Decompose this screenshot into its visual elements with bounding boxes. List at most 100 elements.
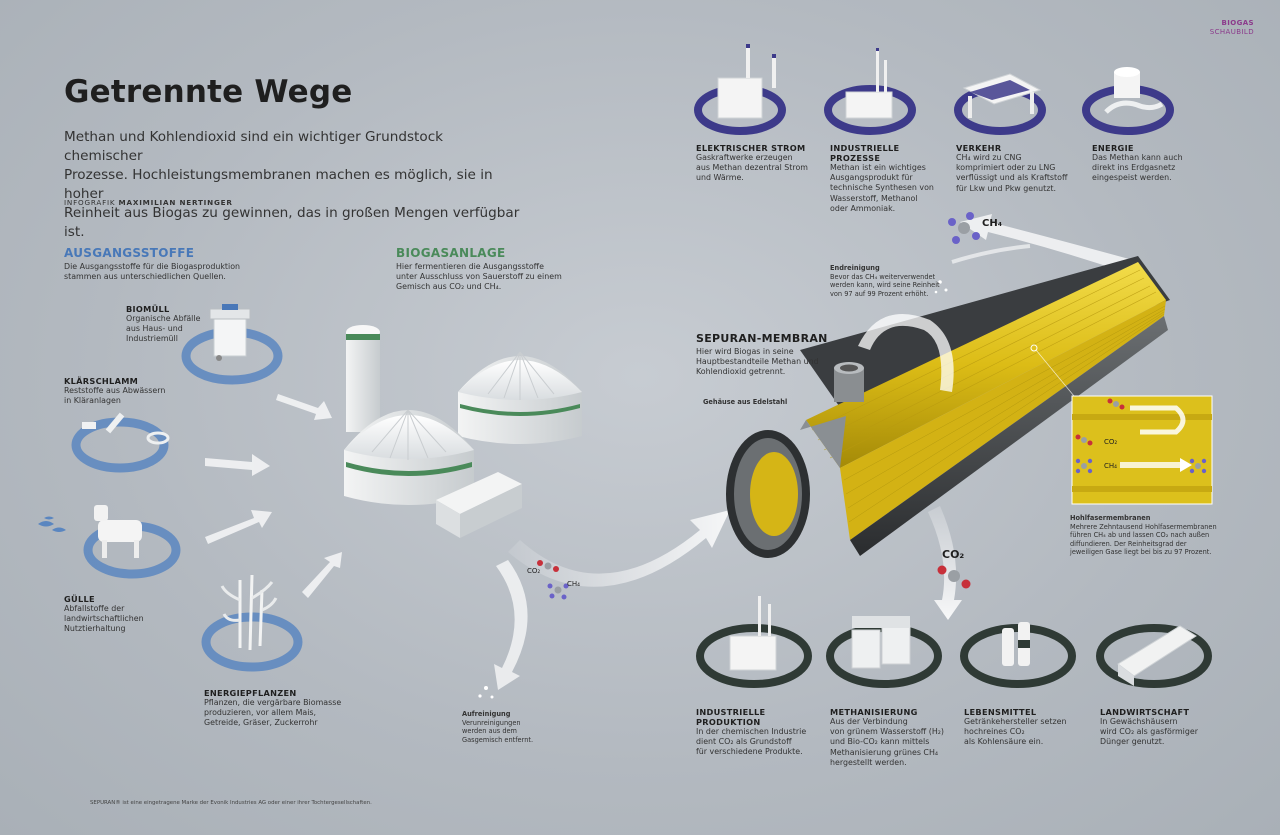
text-line: Ausgangsprodukt für (830, 173, 913, 183)
membrane-module (726, 256, 1170, 558)
text-line: Reststoffe aus Abwässern (64, 386, 166, 395)
intro-paragraph: Methan und Kohlendioxid sind ein wichtig… (64, 128, 524, 242)
use-strom-heading: ELEKTRISCHER STROM (696, 143, 806, 153)
text-line: komprimiert oder zu LNG (956, 163, 1056, 173)
biomuell-heading: BIOMÜLL (126, 304, 170, 314)
text-line: Das Methan kann auch (1092, 153, 1183, 162)
text-line: aus Haus- und (126, 324, 183, 334)
text-line: Getreide, Gräser, Zuckerrohr (204, 718, 318, 728)
text-line: und Wärme. (696, 173, 744, 183)
use-ring-verkehr (954, 73, 1046, 135)
aufreinigung-label: Aufreinigung Verunreinigungen werden aus… (462, 710, 533, 744)
hohlfaser-detail (1071, 395, 1213, 505)
text-line: diffundieren. Der Reinheitsgrad der (1070, 539, 1187, 548)
text-line: von 97 auf 99 Prozent erhöht. (830, 289, 929, 298)
ausgangsstoffe-block: AUSGANGSSTOFFE Die Ausgangsstoffe für di… (64, 246, 240, 282)
text-line: Methan ist ein wichtiges (830, 163, 926, 172)
use-prozesse-label: INDUSTRIELLE PROZESSE Methan ist ein wic… (830, 143, 950, 214)
use-ring-lebensmittel (960, 622, 1076, 688)
use-ring-landwirtschaft (1096, 624, 1212, 688)
source-ring-energiepflanzen (201, 574, 303, 672)
molecule-ch4-top (948, 212, 980, 244)
use-prozesse-heading2: PROZESSE (830, 153, 881, 163)
text-line: führen CH₄ ab und lassen CO₂ nach außen (1070, 531, 1210, 540)
intro-line: Reinheit aus Biogas zu gewinnen, das in … (64, 205, 520, 240)
credit-prefix: INFOGRAFIK (64, 198, 116, 207)
use-energie-heading: ENERGIE (1092, 143, 1134, 153)
text-line: hochreines CO₂ (964, 727, 1025, 737)
use-ring-strom (694, 44, 786, 135)
text-line: Pflanzen, die vergärbare Biomasse (204, 698, 342, 707)
use-prozesse-text: Methan ist ein wichtiges Ausgangsprodukt… (830, 163, 950, 214)
text-line: In der chemischen Industrie (696, 727, 807, 736)
endreinigung-label: Endreinigung Bevor das CH₄ weiterverwend… (830, 264, 940, 298)
use-lebensmittel-heading: LEBENSMITTEL (964, 707, 1037, 717)
text-line: Verunreinigungen (462, 718, 521, 727)
flow-ch4-out (960, 214, 1140, 274)
use-verkehr-text: CH₄ wird zu CNG komprimiert oder zu LNG … (956, 153, 1084, 194)
footnote: SEPURAN® ist eine eingetragene Marke der… (90, 800, 372, 806)
use-energie-label: ENERGIE Das Methan kann auch direkt ins … (1092, 143, 1212, 184)
energiepflanzen-label: ENERGIEPFLANZEN Pflanzen, die vergärbare… (204, 688, 341, 729)
use-landwirtschaft-text: In Gewächshäusern wird CO₂ als gasförmig… (1100, 717, 1224, 748)
use-strom-label: ELEKTRISCHER STROM Gaskraftwerke erzeuge… (696, 143, 816, 184)
hohlfaser-label: Hohlfasermembranen Mehrere Zehntausend H… (1070, 514, 1240, 557)
text-line: werden kann, wird seine Reinheit (830, 281, 940, 290)
use-prozesse-heading: INDUSTRIELLE (830, 143, 900, 153)
text-line: Kohlendioxid getrennt. (696, 367, 786, 377)
sepuran-text: Hier wird Biogas in seine Hauptbestandte… (696, 347, 828, 378)
text-line: landwirtschaftlichen (64, 614, 144, 624)
molecule-co2-bottom (937, 565, 971, 589)
text-line: Gaskraftwerke erzeugen (696, 153, 793, 162)
use-lebensmittel-label: LEBENSMITTEL Getränkehersteller setzen h… (964, 707, 1088, 748)
klaerschlamm-text: Reststoffe aus Abwässern in Kläranlagen (64, 386, 165, 406)
text-line: In Gewächshäusern (1100, 717, 1178, 726)
text-line: für Lkw und Pkw genutzt. (956, 183, 1056, 193)
text-line: Nutztierhaltung (64, 624, 126, 634)
use-ring-methanisierung (826, 616, 942, 688)
text-line: Dünger genutzt. (1100, 737, 1165, 747)
text-line: Bevor das CH₄ weiterverwendet (830, 272, 936, 281)
text-line: technische Synthesen von (830, 183, 934, 193)
sepuran-heading: SEPURAN-MEMBRAN (696, 332, 828, 345)
klaerschlamm-label: KLÄRSCHLAMM Reststoffe aus Abwässern in … (64, 376, 165, 406)
text-line: Aus der Verbindung (830, 717, 908, 726)
use-produktion-heading2: PRODUKTION (696, 717, 761, 727)
credit-line: INFOGRAFIK MAXIMILIAN NERTINGER (64, 198, 233, 207)
credit-name: MAXIMILIAN NERTINGER (118, 198, 233, 207)
text-line: Industriemüll (126, 334, 178, 344)
text-line: hergestellt werden. (830, 757, 907, 767)
use-ring-energie (1082, 67, 1174, 135)
intro-line: Methan und Kohlendioxid sind ein wichtig… (64, 129, 444, 164)
text-line: Abfallstoffe der (64, 604, 125, 613)
source-ring-klaerschlamm (71, 412, 170, 473)
biomuell-text: Organische Abfälle aus Haus- und Industr… (126, 314, 200, 345)
use-landwirtschaft-label: LANDWIRTSCHAFT In Gewächshäusern wird CO… (1100, 707, 1224, 748)
energiepflanzen-text: Pflanzen, die vergärbare Biomasse produz… (204, 698, 341, 729)
text-line: in Kläranlagen (64, 396, 121, 406)
text-line: wird CO₂ als gasförmiger (1100, 727, 1198, 737)
text-line: werden aus dem (462, 727, 517, 736)
use-verkehr-label: VERKEHR CH₄ wird zu CNG komprimiert oder… (956, 143, 1084, 194)
flow-plant-to-membrane (508, 510, 730, 587)
use-strom-text: Gaskraftwerke erzeugen aus Methan dezent… (696, 153, 816, 184)
ausgangsstoffe-heading: AUSGANGSSTOFFE (64, 246, 195, 260)
co2-label-bottom: CO₂ (942, 548, 965, 561)
text-line: CH₄ wird zu CNG (956, 153, 1022, 162)
ch4-label-plant: CH₄ (567, 580, 580, 588)
text-line: verflüssigt und als Kraftstoff (956, 173, 1068, 183)
source-ring-guelle (38, 505, 181, 579)
co2-label-detail: CO₂ (1104, 438, 1118, 446)
flow-biogas-in (858, 313, 954, 392)
guelle-text: Abfallstoffe der landwirtschaftlichen Nu… (64, 604, 144, 635)
intro-line: Prozesse. Hochleistungsmembranen machen … (64, 167, 493, 202)
section-label-line1: BIOGAS (1221, 19, 1254, 27)
text-line: unter Ausschluss von Sauerstoff zu einem (396, 272, 562, 282)
source-ring-biomuell (181, 304, 283, 385)
sepuran-block: SEPURAN-MEMBRAN Hier wird Biogas in sein… (696, 332, 828, 378)
source-arrows (205, 394, 342, 598)
molecules-detail (1075, 398, 1207, 474)
biogasanlage-block: BIOGASANLAGE Hier fermentieren die Ausga… (396, 246, 562, 293)
flow-co2-out (928, 506, 962, 620)
aufreinigung-heading: Aufreinigung (462, 710, 511, 718)
